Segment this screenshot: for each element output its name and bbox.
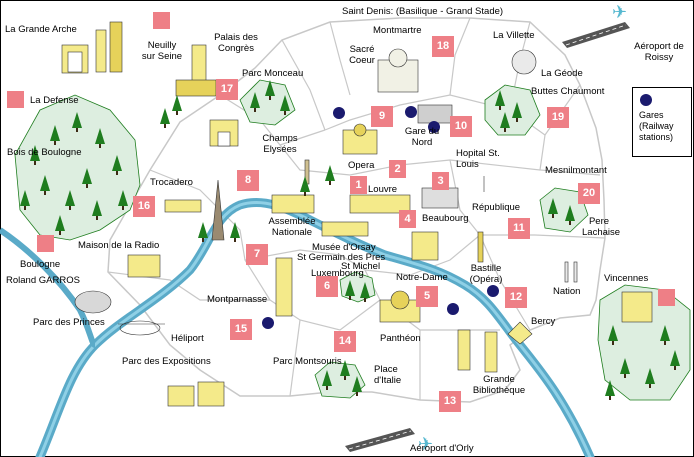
label-beaubourg: Beaubourg bbox=[422, 213, 469, 224]
arrondissement-12: 12 bbox=[505, 287, 527, 308]
label-parc-des-princes: Parc des Princes bbox=[33, 317, 105, 328]
arrondissement-7: 7 bbox=[246, 244, 268, 265]
heliport-graphic bbox=[118, 320, 165, 336]
label-roland-garros: Roland GARROS bbox=[6, 275, 80, 286]
runways bbox=[345, 22, 630, 452]
label-place-italie: Place d'Italie bbox=[374, 364, 402, 386]
label-parc-expositions: Parc des Expositions bbox=[122, 356, 211, 367]
label-assemblee: Assemblée Nationale bbox=[268, 216, 316, 238]
arrondissement-15: 15 bbox=[230, 319, 252, 340]
label-luxembourg: Luxembourg bbox=[311, 268, 364, 279]
label-la-geode: La Géode bbox=[541, 68, 583, 79]
label-neuilly: Neuilly sur Seine bbox=[141, 40, 183, 62]
label-louvre: Louvre bbox=[368, 184, 398, 195]
label-opera: Opera bbox=[348, 160, 375, 171]
label-musee-orsay: Musée d'Orsay bbox=[312, 242, 376, 253]
label-parc-montsouris: Parc Montsouris bbox=[273, 356, 342, 367]
label-bastille: Bastille (Opéra) bbox=[469, 263, 503, 285]
label-champs-elysees: Champs Elysées bbox=[262, 133, 298, 155]
arrondissement-2: 2 bbox=[389, 160, 406, 178]
label-hopital-st-louis: Hopital St. Louis bbox=[456, 148, 500, 170]
label-republique: République bbox=[472, 202, 521, 213]
la-defense-square bbox=[7, 91, 24, 108]
label-sacre-coeur: Sacré Coeur bbox=[349, 44, 375, 66]
plane-icon-roissy: ✈ bbox=[612, 2, 628, 22]
label-grande-bibliotheque: Grande Bibliothèque bbox=[472, 374, 526, 396]
monuments bbox=[61, 21, 653, 407]
boulogne-square bbox=[37, 235, 54, 252]
arrondissement-6: 6 bbox=[316, 276, 338, 297]
label-gare-du-nord: Gare du Nord bbox=[404, 126, 440, 148]
neuilly-square bbox=[153, 12, 170, 29]
arrondissement-17: 17 bbox=[216, 79, 238, 100]
label-saint-denis: Saint Denis: (Basilique - Grand Stade) bbox=[342, 6, 504, 17]
label-montparnasse: Montparnasse bbox=[207, 294, 268, 305]
label-heliport: Héliport bbox=[171, 333, 204, 344]
label-aeroport-orly: Aéroport d'Orly bbox=[410, 443, 474, 454]
legend-gares-label: Gares (Railway stations) bbox=[639, 110, 674, 142]
label-bercy: Bercy bbox=[531, 316, 556, 327]
station-gare-du-nord bbox=[405, 106, 417, 118]
arrondissement-8: 8 bbox=[237, 170, 259, 191]
label-buttes-chaumont: Buttes Chaumont bbox=[531, 86, 605, 97]
label-notre-dame: Notre-Dame bbox=[396, 272, 448, 283]
label-bois-de-boulogne: Bois de Boulogne bbox=[7, 147, 82, 158]
label-parc-monceau: Parc Monceau bbox=[242, 68, 304, 79]
station-icon bbox=[640, 94, 652, 106]
label-boulogne: Boulogne bbox=[20, 259, 61, 270]
arrondissement-3: 3 bbox=[432, 172, 449, 190]
label-mesnilmontant: Mesnilmontant bbox=[545, 165, 607, 176]
station-austerlitz bbox=[487, 285, 499, 297]
label-vincennes: Vincennes bbox=[604, 273, 649, 284]
label-la-grande-arche: La Grande Arche bbox=[5, 24, 77, 35]
arrondissement-20: 20 bbox=[578, 183, 600, 204]
arrondissement-13: 13 bbox=[439, 391, 461, 412]
label-st-germain: St Germain des Pres bbox=[297, 252, 386, 263]
vincennes-square bbox=[658, 289, 675, 306]
label-montmartre: Montmartre bbox=[373, 25, 422, 36]
label-maison-radio: Maison de la Radio bbox=[78, 240, 160, 251]
label-st-michel: St Michel bbox=[341, 261, 381, 272]
label-pantheon: Panthéon bbox=[380, 333, 421, 344]
arrondissement-10: 10 bbox=[450, 116, 472, 137]
arrondissement-14: 14 bbox=[334, 331, 356, 352]
arrondissement-1: 1 bbox=[350, 176, 367, 194]
label-la-defense: La Defense bbox=[30, 95, 79, 106]
station-gare-de-lyon bbox=[447, 303, 459, 315]
arrondissement-5: 5 bbox=[416, 286, 438, 307]
arrondissement-19: 19 bbox=[547, 107, 569, 128]
arrondissement-4: 4 bbox=[399, 210, 416, 228]
arrondissement-11: 11 bbox=[508, 218, 530, 239]
label-pere-lachaise: Pere Lachaise bbox=[582, 216, 621, 238]
label-nation: Nation bbox=[553, 286, 581, 297]
legend-box: Gares (Railway stations) bbox=[632, 87, 692, 157]
station-gare-de-lest bbox=[428, 121, 440, 133]
arrondissement-16: 16 bbox=[133, 196, 155, 217]
arrondissement-9: 9 bbox=[371, 106, 393, 127]
station-saint-lazare bbox=[333, 107, 345, 119]
station-montparnasse bbox=[262, 317, 274, 329]
arrondissement-18: 18 bbox=[432, 36, 454, 57]
label-trocadero: Trocadero bbox=[150, 177, 193, 188]
label-la-villette: La Villette bbox=[493, 30, 535, 41]
label-palais-congres: Palais des Congrès bbox=[214, 32, 258, 54]
label-aeroport-roissy: Aéroport de Roissy bbox=[634, 41, 684, 63]
plane-icon-orly: ✈ bbox=[418, 434, 434, 454]
